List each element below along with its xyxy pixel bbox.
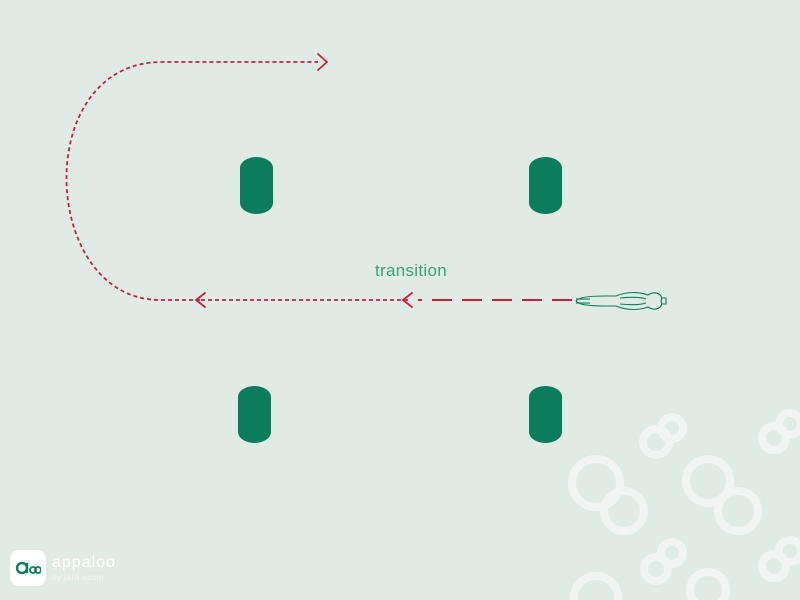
decorative-rings <box>568 409 800 600</box>
logo-tagline: by jaro.ocom <box>52 572 104 582</box>
cone-top-right <box>529 157 562 214</box>
transition-label: transition <box>375 261 447 280</box>
arrow-icon <box>317 53 328 71</box>
arrow-icon <box>195 292 206 308</box>
appaloo-logo-icon <box>10 550 46 586</box>
appaloo-logo: appaloo by jaro.ocom <box>10 548 116 588</box>
cone-bottom-left <box>238 386 271 443</box>
logo-wordmark: appaloo <box>52 553 116 571</box>
riding-path <box>65 53 572 308</box>
cone-top-left <box>240 157 273 214</box>
arrow-icon <box>402 292 413 308</box>
horse-outline-icon <box>575 291 667 311</box>
path-curve <box>65 61 318 301</box>
cone-bottom-right <box>529 386 562 443</box>
